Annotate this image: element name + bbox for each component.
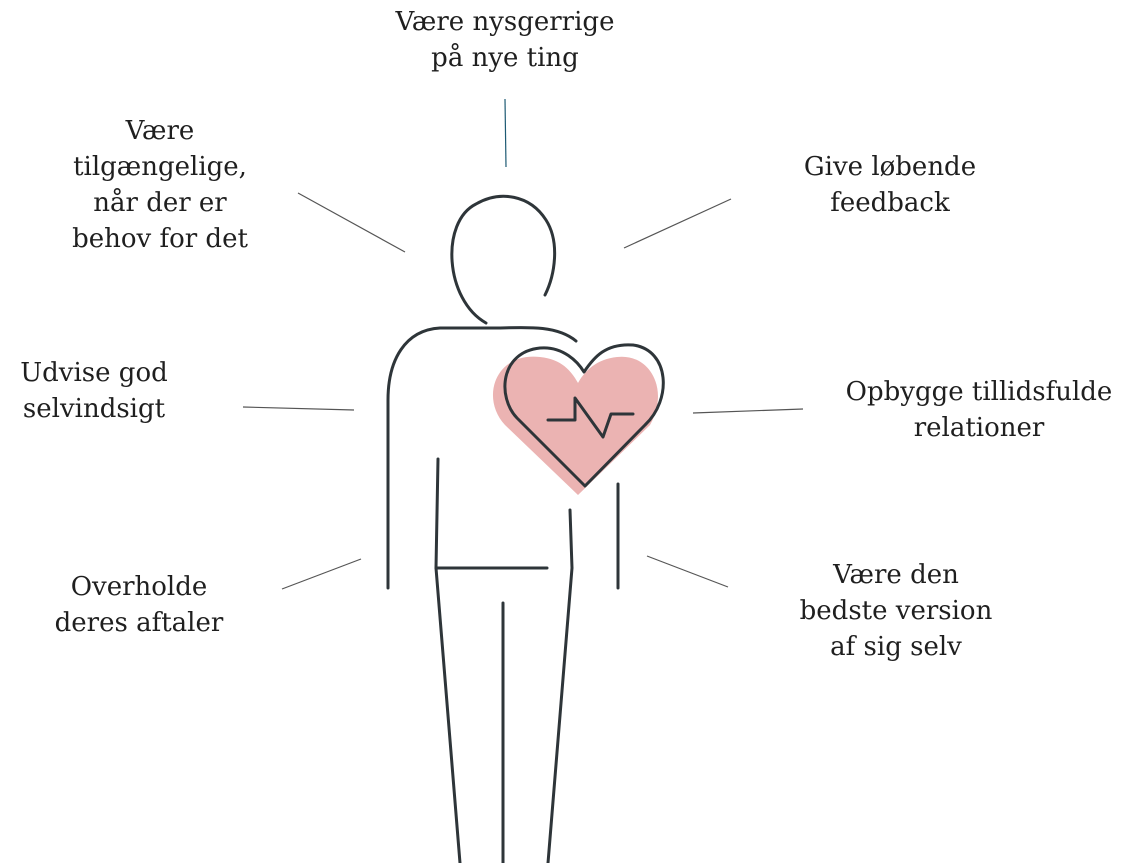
heart-icon xyxy=(493,357,658,495)
right-leg-outline xyxy=(548,510,572,863)
connector-bottom-left xyxy=(282,559,361,589)
label-line: tilgængelige, xyxy=(50,149,270,185)
connector-lines xyxy=(243,99,803,589)
label-line: relationer xyxy=(834,410,1124,446)
label-line: bedste version xyxy=(776,593,1016,629)
person-outline-icon xyxy=(388,196,663,863)
label-mid-right: Opbygge tillidsfulde relationer xyxy=(834,374,1124,446)
connector-top xyxy=(505,99,506,167)
label-line: på nye ting xyxy=(363,40,647,76)
label-line: behov for det xyxy=(50,221,270,257)
connector-mid-right xyxy=(693,409,803,413)
label-line: deres aftaler xyxy=(20,605,258,641)
label-bottom-left: Overholde deres aftaler xyxy=(20,569,258,641)
left-leg-outline xyxy=(436,459,460,863)
label-top-right: Give løbende feedback xyxy=(770,149,1010,221)
label-line: feedback xyxy=(770,185,1010,221)
label-line: Være xyxy=(50,113,270,149)
label-line: af sig selv xyxy=(776,629,1016,665)
connector-top-right xyxy=(624,199,731,248)
label-line: Give løbende xyxy=(770,149,1010,185)
label-bottom-right: Være den bedste version af sig selv xyxy=(776,557,1016,665)
label-line: selvindsigt xyxy=(0,391,188,427)
connector-mid-left xyxy=(243,407,354,410)
label-mid-left: Udvise god selvindsigt xyxy=(0,355,188,427)
label-top: Være nysgerrige på nye ting xyxy=(363,4,647,76)
label-line: når der er xyxy=(50,185,270,221)
label-line: Være den xyxy=(776,557,1016,593)
label-line: Opbygge tillidsfulde xyxy=(834,374,1124,410)
connector-top-left xyxy=(298,193,405,252)
head-outline xyxy=(452,196,555,323)
label-line: Udvise god xyxy=(0,355,188,391)
connector-bottom-right xyxy=(647,556,728,587)
label-line: Overholde xyxy=(20,569,258,605)
label-top-left: Være tilgængelige, når der er behov for … xyxy=(50,113,270,257)
label-line: Være nysgerrige xyxy=(363,4,647,40)
